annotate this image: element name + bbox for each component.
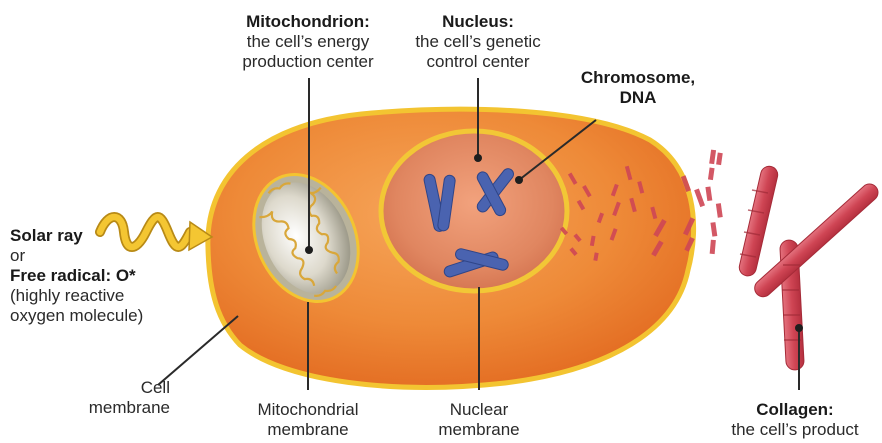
nuclear-membrane-line-1: Nuclear — [409, 400, 549, 420]
solar-ray-or: or — [10, 246, 143, 266]
leader-cell-membrane — [158, 316, 238, 385]
chromosome-label: Chromosome, DNA — [578, 68, 698, 108]
collagen-desc: the cell’s product — [712, 420, 878, 440]
collagen-fibers — [738, 165, 882, 371]
cell-membrane-line-1: Cell — [60, 378, 170, 398]
mito-membrane-line-2: membrane — [233, 420, 383, 440]
mito-membrane-label: Mitochondrial membrane — [233, 400, 383, 440]
free-radical-desc-2: oxygen molecule) — [10, 306, 143, 326]
cell-membrane-line-2: membrane — [60, 398, 170, 418]
nucleus-desc-1: the cell’s genetic — [378, 32, 578, 52]
free-radical-title: Free radical: O* — [10, 266, 143, 286]
chromosome-title-1: Chromosome, — [578, 68, 698, 88]
mito-membrane-line-1: Mitochondrial — [233, 400, 383, 420]
collagen-title: Collagen: — [712, 400, 878, 420]
free-radical-desc-1: (highly reactive — [10, 286, 143, 306]
nucleus-title: Nucleus: — [378, 12, 578, 32]
nuclear-membrane-line-2: membrane — [409, 420, 549, 440]
solar-ray-label: Solar ray or Free radical: O* (highly re… — [10, 226, 143, 326]
nucleus-label: Nucleus: the cell’s genetic control cent… — [378, 12, 578, 72]
nuclear-membrane-label: Nuclear membrane — [409, 400, 549, 440]
cell-membrane-label: Cell membrane — [60, 378, 170, 418]
solar-ray-title: Solar ray — [10, 226, 143, 246]
chromosome-title-2: DNA — [578, 88, 698, 108]
collagen-fiber — [738, 165, 780, 278]
collagen-label: Collagen: the cell’s product — [712, 400, 878, 440]
nucleus-desc-2: control center — [378, 52, 578, 72]
